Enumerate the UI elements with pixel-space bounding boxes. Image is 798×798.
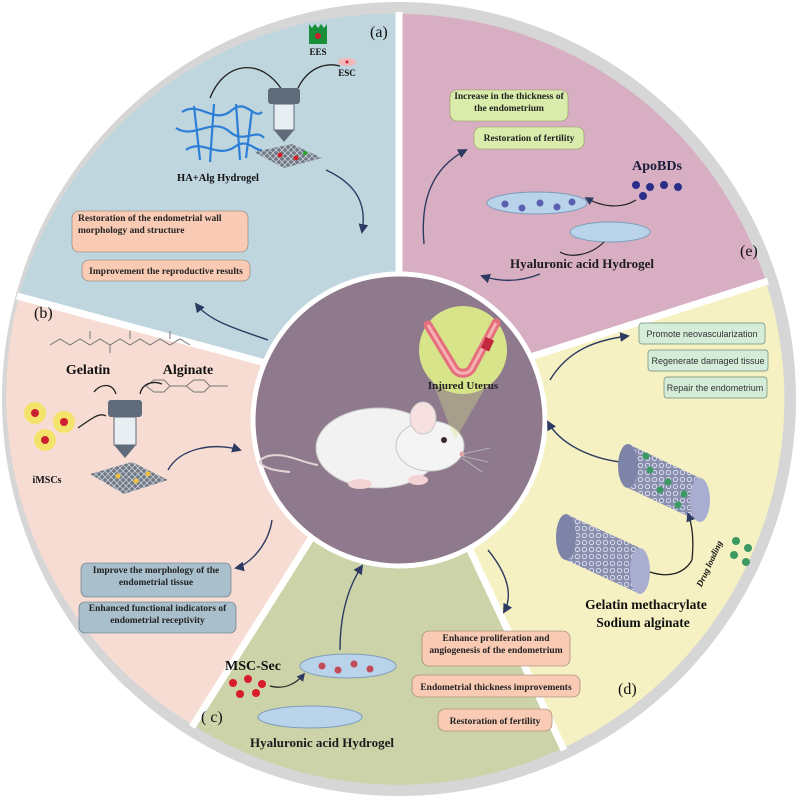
imsc-cells-icon <box>24 402 75 451</box>
apobds-icon <box>632 181 682 200</box>
panel-a-outcome-2: Improvement the reproductive results <box>81 259 251 282</box>
petri-dish-c-loaded <box>299 653 397 679</box>
hydrogel-network-icon <box>175 103 265 163</box>
svg-text:Restoration of fertility: Restoration of fertility <box>450 717 541 727</box>
panel-d-outcome-1: Promote neovascularization <box>638 322 766 345</box>
panel-d-outcome-3: Repair the endometrium <box>663 376 768 399</box>
panel-b-outcome-1: Improve the morphology of the endometria… <box>80 562 232 598</box>
panel-a-hydrogel-label: HA+Alg Hydrogel <box>177 173 259 184</box>
panel-a-outcome-1: Restoration of the endometrial wall morp… <box>71 210 249 253</box>
printed-scaffold-a <box>254 144 322 168</box>
gelma-label: Gelatin methacrylate <box>585 597 707 612</box>
panel-e-agent-label: ApoBDs <box>632 159 682 174</box>
petri-dish-c-empty <box>257 705 363 729</box>
panel-a-letter: (a) <box>370 24 388 41</box>
svg-text:Repair the endometrium: Repair the endometrium <box>667 383 764 393</box>
mouse-illustration <box>259 401 491 489</box>
svg-text:Promote neovascularization: Promote neovascularization <box>646 329 757 339</box>
panel-e-outcome-2: Restoration of fertility <box>473 126 585 150</box>
panel-b-outcome-2: Enhanced functional indicators of endome… <box>78 601 237 634</box>
panel-c-outcome-3: Restoration of fertility <box>437 708 553 732</box>
gelatin-label: Gelatin <box>66 363 111 378</box>
drug-particles-icon <box>730 537 752 566</box>
printed-scaffold-b <box>90 462 168 494</box>
bioprinter-icon-a <box>268 88 300 142</box>
svg-text:Restoration of fertility: Restoration of fertility <box>484 134 575 144</box>
msc-sec-icon <box>229 675 266 698</box>
gelatin-structure-icon <box>49 331 191 353</box>
alginate-label: Alginate <box>163 363 214 378</box>
panel-c-letter: ( c) <box>201 709 223 726</box>
sodium-alginate-label: Sodium alginate <box>596 615 689 630</box>
panel-a-sector <box>19 13 399 400</box>
petri-dish-e-loaded <box>486 191 588 215</box>
empty-scaffold-cylinder <box>556 514 650 594</box>
svg-text:Improvement the reproductive r: Improvement the reproductive results <box>89 267 243 277</box>
esc-label: ESC <box>338 68 356 78</box>
center-label: Injured Uterus <box>428 380 499 392</box>
injured-uterus-inset: Injured Uterus <box>419 306 507 394</box>
msc-sec-label: MSC-Sec <box>225 659 281 674</box>
panel-e-hydrogel-label: Hyaluronic acid Hydrogel <box>510 256 654 271</box>
panel-c-outcome-1: Enhance proliferation and angiogenesis o… <box>421 630 571 667</box>
petri-dish-e-empty <box>569 221 651 243</box>
panel-c-outcome-2: Endometrial thickness improvements <box>411 674 581 698</box>
panel-e-letter: (e) <box>740 243 758 260</box>
panel-d-outcome-2: Regenerate damaged tissue <box>647 349 769 372</box>
panel-c-hydrogel-label: Hyaluronic acid Hydrogel <box>250 735 394 750</box>
svg-text:Endometrial thickness improvem: Endometrial thickness improvements <box>420 683 572 693</box>
ees-icon <box>309 24 327 44</box>
bioprinter-icon-b <box>108 400 142 458</box>
alginate-structure-icon <box>145 379 228 393</box>
ees-label: EES <box>309 47 326 57</box>
imscs-label: iMSCs <box>33 475 62 486</box>
panel-d-letter: (d) <box>618 681 637 698</box>
loaded-scaffold-cylinder <box>618 444 710 522</box>
svg-text:Regenerate damaged tissue: Regenerate damaged tissue <box>651 356 764 366</box>
panel-e-outcome-1: Increase in the thickness of the endomet… <box>449 89 569 122</box>
panel-b-letter: (b) <box>34 305 53 322</box>
